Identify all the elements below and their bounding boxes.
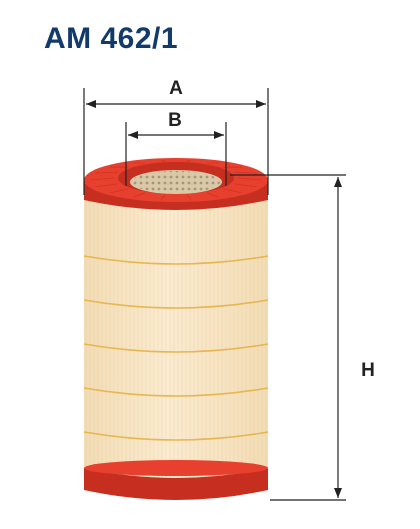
cap-rib <box>186 159 192 162</box>
cap-rib <box>132 192 146 198</box>
dimension-a: A <box>83 78 269 195</box>
cap-rib <box>206 162 220 164</box>
dimension-a-label: A <box>169 78 183 99</box>
product-title: AM 462/1 <box>44 22 179 55</box>
cap-rib <box>132 162 146 164</box>
pleat-band-line <box>83 431 269 441</box>
cap-rib <box>186 194 192 201</box>
top-end-cap <box>84 158 268 210</box>
cap-rib <box>160 159 166 162</box>
cap-rib <box>234 171 257 174</box>
dimension-h: H <box>230 174 375 501</box>
dimension-b-label: B <box>168 110 182 131</box>
dimension-h-label: H <box>361 360 375 381</box>
cap-rib <box>237 177 263 181</box>
dimension-b: B <box>125 110 227 186</box>
cap-rib <box>89 177 115 181</box>
pleat-band-line <box>83 387 269 397</box>
cap-rib <box>234 183 257 188</box>
cap-rib <box>223 188 242 194</box>
cap-rib <box>206 192 220 198</box>
inner-mesh <box>132 171 220 193</box>
pleat-band-line <box>83 343 269 353</box>
cap-rib <box>95 171 118 174</box>
pleat-bands <box>83 255 269 441</box>
pleat-band-line <box>83 255 269 265</box>
cap-rib <box>160 194 166 201</box>
pleat-band-line <box>83 299 269 309</box>
bottom-end-cap <box>84 460 268 500</box>
cap-rib <box>95 183 118 188</box>
cap-rib <box>110 188 129 194</box>
filter-body <box>83 198 269 478</box>
